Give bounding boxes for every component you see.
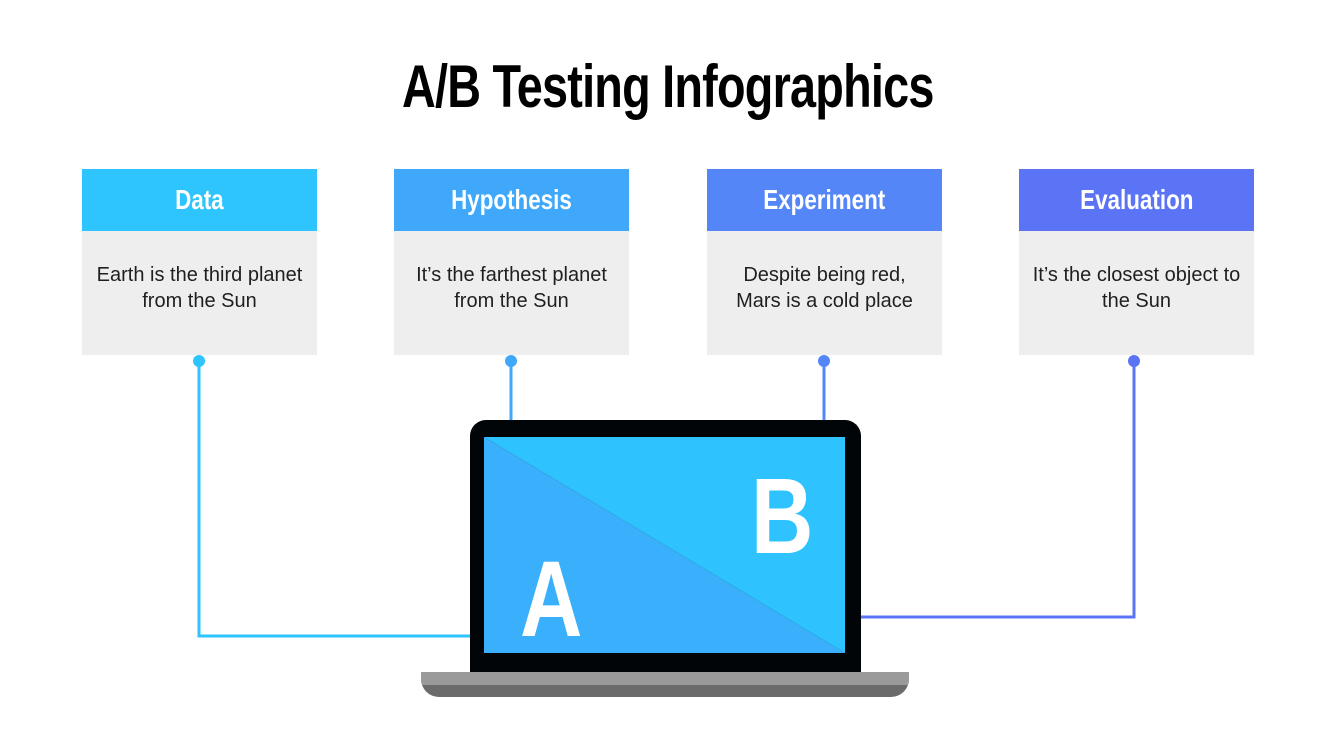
step-header-evaluation: Evaluation [1019, 169, 1254, 231]
step-header-hypothesis: Hypothesis [394, 169, 629, 231]
connector-hypothesis [505, 355, 517, 420]
connector-experiment [818, 355, 830, 420]
step-description: It’s the farthest planet from the Sun [394, 231, 629, 355]
variant-a-label: A [520, 538, 583, 653]
step-card-hypothesis: Hypothesis It’s the farthest planet from… [394, 169, 629, 355]
page-title-text: A/B Testing Infographics [402, 53, 934, 120]
step-header-experiment: Experiment [707, 169, 942, 231]
step-label: Data [175, 184, 224, 215]
laptop-icon: A B [470, 420, 861, 672]
step-description: It’s the closest object to the Sun [1019, 231, 1254, 355]
step-card-evaluation: Evaluation It’s the closest object to th… [1019, 169, 1254, 355]
step-description: Earth is the third planet from the Sun [82, 231, 317, 355]
connector-data [193, 355, 470, 638]
step-header-data: Data [82, 169, 317, 231]
step-card-experiment: Experiment Despite being red, Mars is a … [707, 169, 942, 355]
step-card-data: Data Earth is the third planet from the … [82, 169, 317, 355]
step-label: Experiment [763, 184, 886, 215]
step-description: Despite being red, Mars is a cold place [707, 231, 942, 355]
laptop-base [421, 672, 909, 697]
ab-split-background [484, 437, 845, 653]
variant-b-label: B [751, 455, 814, 576]
step-label: Hypothesis [451, 184, 572, 215]
laptop-screen: A B [484, 437, 845, 653]
laptop-base-top [421, 672, 909, 685]
connector-evaluation [861, 355, 1140, 619]
page-title: A/B Testing Infographics [0, 52, 1336, 122]
step-label: Evaluation [1079, 184, 1194, 215]
